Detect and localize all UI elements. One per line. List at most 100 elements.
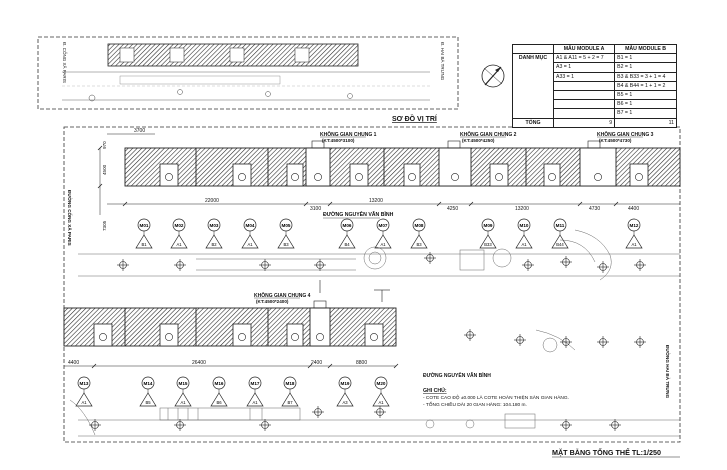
module-type-triangle bbox=[479, 234, 497, 249]
module-id-circle bbox=[517, 218, 531, 232]
dim-13200-a: 13200 bbox=[369, 198, 383, 204]
module-id-circle bbox=[279, 218, 293, 232]
location-title: SƠ ĐỒ VỊ TRÍ bbox=[392, 113, 438, 123]
svg-text:(KT:4500*2400): (KT:4500*2400) bbox=[256, 299, 289, 304]
module-id-circle bbox=[283, 376, 297, 390]
cell-a-3 bbox=[552, 80, 616, 91]
cell-a-0: A1 & A11 = 5 + 2 = 7 bbox=[552, 53, 616, 64]
cell-b-4: B5 = 1 bbox=[614, 89, 677, 101]
row2-tree-markers bbox=[89, 329, 646, 431]
notes-line-2: - TỔNG CHIỀU DÀI 20 GIAN HÀNG: 104.180 m… bbox=[423, 401, 527, 408]
module-type-triangle bbox=[515, 234, 533, 249]
module-id-circle bbox=[338, 376, 352, 390]
cell-a-5 bbox=[552, 99, 616, 110]
module-id-label: M13 bbox=[80, 381, 89, 386]
module-type-triangle bbox=[246, 392, 264, 407]
module-type-label: A1 bbox=[176, 242, 182, 247]
common-space-4-label: KHÔNG GIAN CHUNG 4 (KT:4500*2400) bbox=[254, 291, 311, 304]
module-type-label: A1 bbox=[247, 242, 253, 247]
module-id-circle bbox=[77, 376, 91, 390]
row1-dimensions bbox=[97, 133, 680, 215]
module-type-triangle bbox=[338, 234, 356, 249]
module-id-circle bbox=[207, 218, 221, 232]
dim-row2-4400: 4400 bbox=[68, 360, 79, 366]
module-type-label: B2 bbox=[211, 242, 217, 247]
module-id-circle bbox=[481, 218, 495, 232]
location-diagram: Đ. CỐNG XÃ PARIS Đ. HAI BÀ TRƯNG SƠ ĐỒ V… bbox=[37, 36, 505, 123]
module-id-label: M16 bbox=[215, 381, 224, 386]
plan-title: MẶT BẰNG TỔNG THỂ TL:1/250 bbox=[552, 448, 661, 457]
svg-text:KHÔNG GIAN CHUNG 4: KHÔNG GIAN CHUNG 4 bbox=[254, 291, 311, 299]
module-type-label: A1 bbox=[180, 400, 186, 405]
module-id-label: M06 bbox=[343, 223, 352, 228]
module-type-triangle bbox=[139, 392, 157, 407]
dim-22000: 22000 bbox=[205, 198, 219, 204]
module-id-label: M14 bbox=[144, 381, 153, 386]
cell-b-5: B6 = 1 bbox=[614, 99, 677, 110]
row2-dimensions bbox=[64, 363, 399, 369]
row1-sidewalk bbox=[78, 229, 680, 281]
module-summary-table: MẪU MODULE A MẪU MODULE B DANH MỤC A1 & … bbox=[512, 43, 677, 128]
module-type-triangle bbox=[410, 234, 428, 249]
module-id-circle bbox=[374, 376, 388, 390]
street-center-bottom-label: ĐƯỜNG NGUYỄN VĂN BÌNH bbox=[423, 371, 491, 379]
module-id-label: M12 bbox=[630, 223, 639, 228]
cell-b-3: B4 & B44 = 1 + 1 = 2 bbox=[614, 80, 677, 91]
module-id-label: M09 bbox=[484, 223, 493, 228]
module-id-circle bbox=[627, 218, 641, 232]
cell-a-4 bbox=[552, 89, 616, 101]
module-type-label: B6 bbox=[216, 400, 222, 405]
module-type-label: B3 bbox=[283, 242, 289, 247]
module-type-label: B33 bbox=[484, 242, 492, 247]
svg-text:(KT:4500*3100): (KT:4500*3100) bbox=[322, 138, 355, 143]
location-road-right: Đ. HAI BÀ TRƯNG bbox=[440, 42, 446, 81]
module-type-label: B3 bbox=[416, 242, 422, 247]
module-type-triangle bbox=[174, 392, 192, 407]
module-type-label: B7 bbox=[287, 400, 293, 405]
module-id-circle bbox=[412, 218, 426, 232]
location-road-left: Đ. CỐNG XÃ PARIS bbox=[62, 42, 68, 83]
module-id-label: M03 bbox=[210, 223, 219, 228]
module-id-circle bbox=[141, 376, 155, 390]
module-type-triangle bbox=[551, 234, 569, 249]
module-id-label: M18 bbox=[286, 381, 295, 386]
table-row: DANH MỤC A1 & A11 = 5 + 2 = 7 B1 = 1 bbox=[512, 53, 677, 119]
module-id-label: M08 bbox=[415, 223, 424, 228]
street-right-label: ĐƯỜNG HAI BÀ TRƯNG bbox=[665, 345, 672, 399]
module-id-circle bbox=[137, 218, 151, 232]
table-header-row: MẪU MODULE A MẪU MODULE B bbox=[512, 43, 677, 55]
module-type-triangle bbox=[277, 234, 295, 249]
module-id-circle bbox=[248, 376, 262, 390]
module-id-label: M17 bbox=[251, 381, 260, 386]
module-type-label: B5 bbox=[145, 400, 151, 405]
module-id-label: M02 bbox=[175, 223, 184, 228]
module-id-circle bbox=[212, 376, 226, 390]
dim-row2-2400: 2400 bbox=[311, 360, 322, 366]
dim-row2-26400: 26400 bbox=[192, 360, 206, 366]
header-module-a: MẪU MODULE A bbox=[552, 43, 616, 55]
common-space-3-label: KHÔNG GIAN CHUNG 3 (KT:4500*4730) bbox=[597, 130, 654, 143]
module-type-triangle bbox=[170, 234, 188, 249]
module-type-label: B1 bbox=[141, 242, 147, 247]
module-id-label: M19 bbox=[341, 381, 350, 386]
street-center-top-label: ĐƯỜNG NGUYỄN VĂN BÌNH bbox=[323, 210, 394, 218]
street-left-label: ĐƯỜNG CỐNG XÃ PARIS bbox=[67, 190, 74, 246]
row2-stalls bbox=[63, 300, 397, 347]
module-type-triangle bbox=[625, 234, 643, 249]
total-b: 11 bbox=[614, 117, 677, 128]
plan-frame bbox=[63, 126, 681, 443]
